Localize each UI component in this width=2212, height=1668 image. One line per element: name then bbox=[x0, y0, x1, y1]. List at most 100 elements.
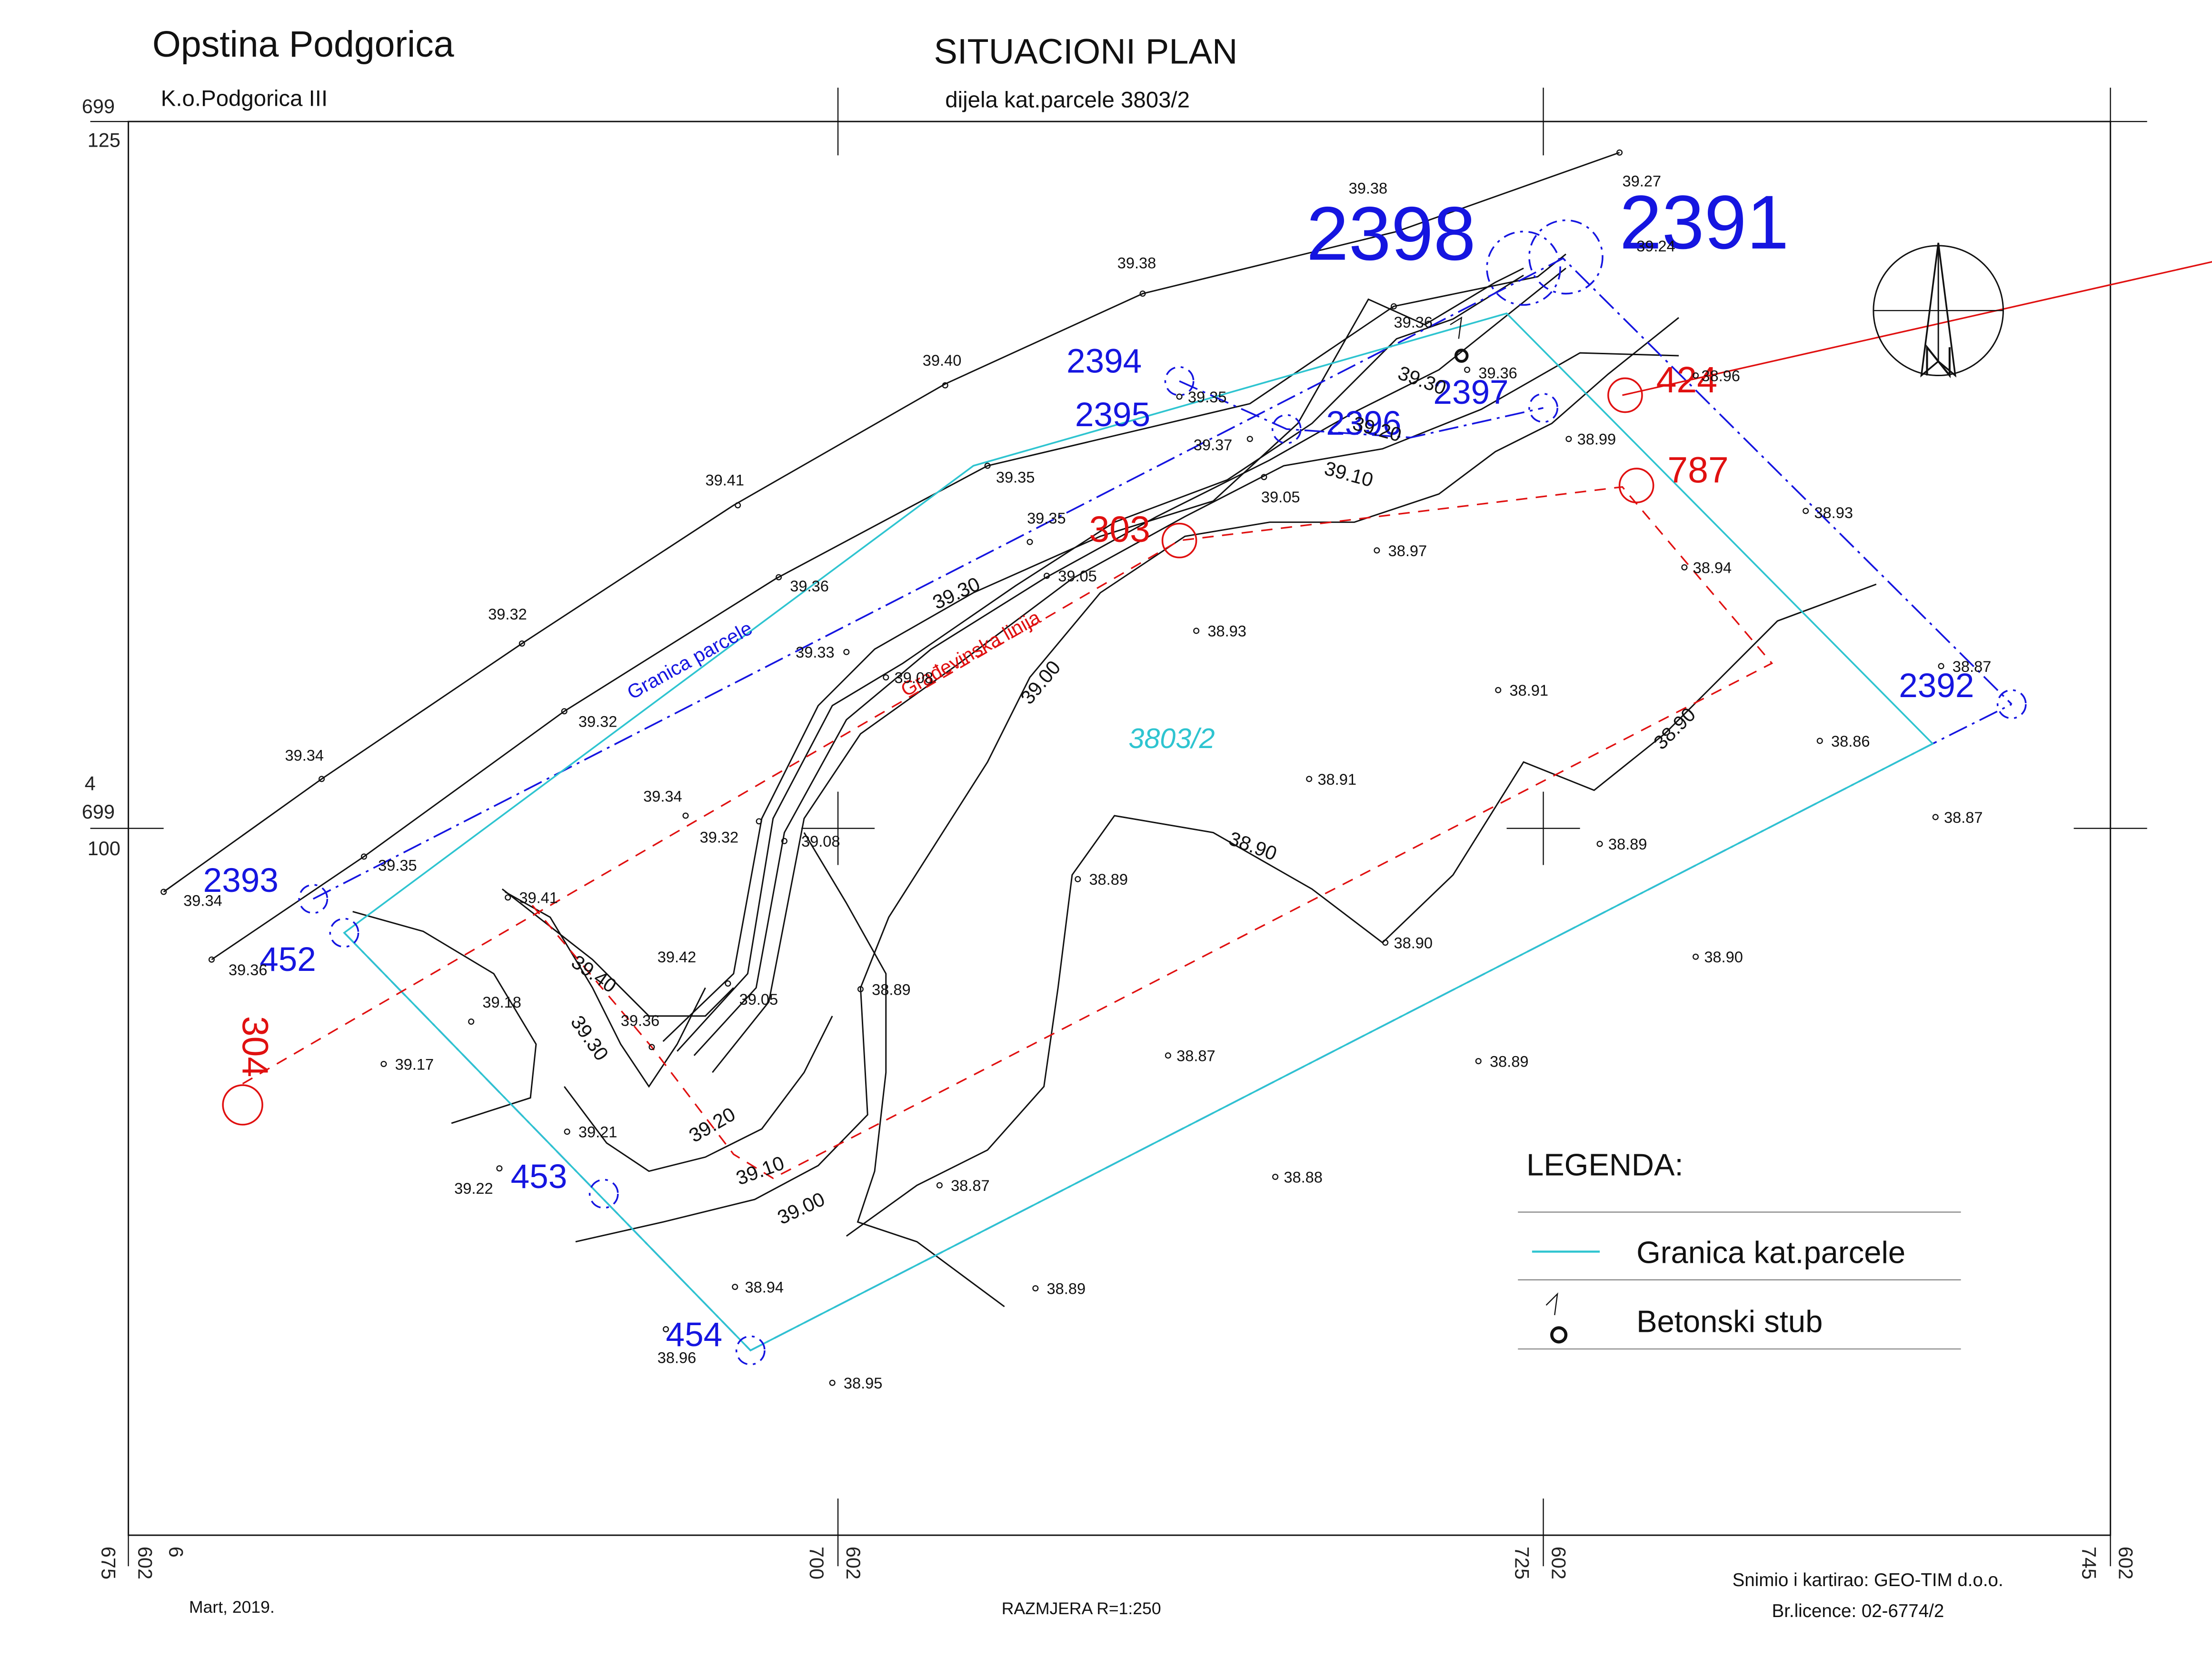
spot-height-marker bbox=[1261, 474, 1267, 480]
spot-height-label: 39.24 bbox=[1636, 237, 1675, 255]
legend-pole-icon bbox=[1545, 1292, 1558, 1316]
grid-label: 100 bbox=[88, 837, 120, 859]
spot-height-marker bbox=[1932, 814, 1939, 820]
footer-licence: Br.licence: 02-6774/2 bbox=[1772, 1601, 1944, 1621]
contour-line bbox=[564, 1016, 833, 1172]
spot-height-labels: 39.38 39.27 39.24 39.38 39.36 39.40 39.3… bbox=[183, 172, 1991, 1391]
contour-line bbox=[662, 268, 1524, 1042]
spot-height-label: 38.95 bbox=[844, 1374, 883, 1392]
grid-label: 725 bbox=[1511, 1547, 1533, 1579]
spot-height-label: 39.32 bbox=[578, 712, 618, 730]
spot-height-marker bbox=[319, 776, 325, 782]
spot-height-marker bbox=[1475, 1058, 1482, 1065]
red-point-markers bbox=[222, 377, 1654, 1126]
point-label: 2396 bbox=[1326, 405, 1401, 442]
spot-height-marker bbox=[208, 956, 215, 963]
blue-point-labels: 2398 2391 2394 2395 2396 2397 2392 2393 … bbox=[203, 180, 1974, 1354]
spot-height-label: 39.41 bbox=[519, 889, 558, 907]
grid-ticks bbox=[90, 88, 2147, 1567]
point-marker bbox=[222, 1084, 263, 1126]
spot-height-label: 38.87 bbox=[1944, 809, 1983, 826]
contour-line bbox=[712, 352, 1679, 1073]
spot-height-label: 39.41 bbox=[706, 471, 745, 489]
boundary-line bbox=[312, 257, 2013, 900]
point-marker bbox=[1996, 689, 2027, 719]
concrete-pole-marker bbox=[1450, 316, 1469, 363]
contour-line bbox=[211, 253, 1566, 960]
building-line bbox=[242, 261, 2212, 1179]
spot-height-label: 38.87 bbox=[1953, 658, 1992, 675]
spot-height-marker bbox=[505, 894, 511, 901]
point-label: 2398 bbox=[1306, 191, 1476, 276]
spot-height-marker bbox=[564, 1129, 570, 1135]
cadastral-boundary-line bbox=[343, 312, 1934, 1352]
parcel-boundary-label: Granica parcele bbox=[623, 617, 756, 704]
point-marker bbox=[1271, 414, 1302, 444]
point-marker bbox=[1161, 522, 1197, 559]
grid-label: 602 bbox=[134, 1547, 156, 1579]
point-label: 787 bbox=[1667, 450, 1729, 491]
spot-height-marker bbox=[1176, 393, 1183, 400]
spot-height-marker bbox=[1382, 939, 1389, 946]
grid-label: 675 bbox=[97, 1547, 120, 1579]
spot-height-label: 39.40 bbox=[923, 351, 962, 369]
spot-height-label: 38.94 bbox=[1693, 559, 1732, 576]
spot-height-marker bbox=[1032, 1285, 1039, 1292]
spot-height-label: 39.38 bbox=[1117, 254, 1156, 271]
contour-line bbox=[575, 317, 1679, 1243]
contour-label: 39.10 bbox=[1322, 457, 1375, 491]
point-marker bbox=[1618, 468, 1654, 503]
spot-height-label: 39.38 bbox=[1349, 179, 1388, 197]
spot-height-marker bbox=[732, 1284, 738, 1290]
spot-height-marker bbox=[1693, 372, 1699, 379]
building-line-path bbox=[242, 486, 1774, 1179]
spot-height-marker bbox=[1565, 436, 1572, 442]
spot-height-marker bbox=[1165, 1052, 1171, 1059]
grid-label: 699 bbox=[82, 95, 115, 117]
point-label: 2394 bbox=[1066, 343, 1142, 380]
contour-line bbox=[693, 268, 1566, 1056]
spot-height-label: 39.36 bbox=[229, 961, 268, 979]
spot-height-label: 38.90 bbox=[1394, 934, 1433, 952]
spot-height-marker bbox=[843, 649, 850, 655]
spot-height-label: 38.87 bbox=[1176, 1047, 1216, 1065]
spot-height-marker bbox=[663, 1326, 669, 1333]
spot-height-label: 39.35 bbox=[378, 857, 417, 874]
contour-label: 39.10 bbox=[733, 1151, 787, 1189]
spot-height-marker bbox=[1075, 876, 1081, 882]
spot-height-marker bbox=[1938, 663, 1944, 669]
contour-label: 39.30 bbox=[567, 1011, 613, 1065]
contour-line bbox=[803, 832, 1005, 1308]
spot-height-marker bbox=[1026, 539, 1033, 545]
grid-label: 602 bbox=[1547, 1547, 1570, 1579]
boundary-line bbox=[1179, 380, 1544, 439]
north-arrow-icon bbox=[1873, 242, 2004, 379]
spot-height-marker bbox=[735, 502, 741, 509]
legend-title: LEGENDA: bbox=[1526, 1148, 1684, 1182]
spot-height-label: 38.89 bbox=[1089, 870, 1128, 888]
spot-height-marker bbox=[160, 889, 167, 895]
spot-height-label: 38.87 bbox=[951, 1177, 990, 1194]
spot-height-marker bbox=[1816, 738, 1823, 744]
spot-height-markers bbox=[160, 149, 1944, 1386]
spot-height-label: 38.89 bbox=[1047, 1279, 1086, 1297]
spot-height-marker bbox=[857, 986, 864, 992]
spot-height-marker bbox=[756, 818, 762, 825]
grid-label: 602 bbox=[2114, 1547, 2137, 1579]
grid-label: 699 bbox=[82, 800, 115, 823]
spot-height-label: 39.34 bbox=[183, 892, 222, 909]
spot-height-label: 38.91 bbox=[1509, 681, 1548, 699]
spot-height-label: 39.36 bbox=[1478, 364, 1517, 381]
contour-line bbox=[352, 911, 537, 1124]
point-marker bbox=[1607, 377, 1643, 413]
grid-label: 700 bbox=[806, 1547, 828, 1579]
contour-label: 39.30 bbox=[929, 572, 983, 613]
spot-height-label: 38.96 bbox=[658, 1349, 697, 1367]
spot-height-marker bbox=[1803, 508, 1809, 514]
spot-height-label: 39.34 bbox=[285, 746, 324, 764]
red-point-labels: 424 787 303 304 bbox=[235, 360, 1729, 1077]
spot-height-marker bbox=[1495, 687, 1502, 693]
spot-height-label: 39.36 bbox=[621, 1011, 660, 1029]
plan-title: SITUACIONI PLAN bbox=[934, 32, 1238, 71]
spot-height-marker bbox=[883, 674, 889, 681]
